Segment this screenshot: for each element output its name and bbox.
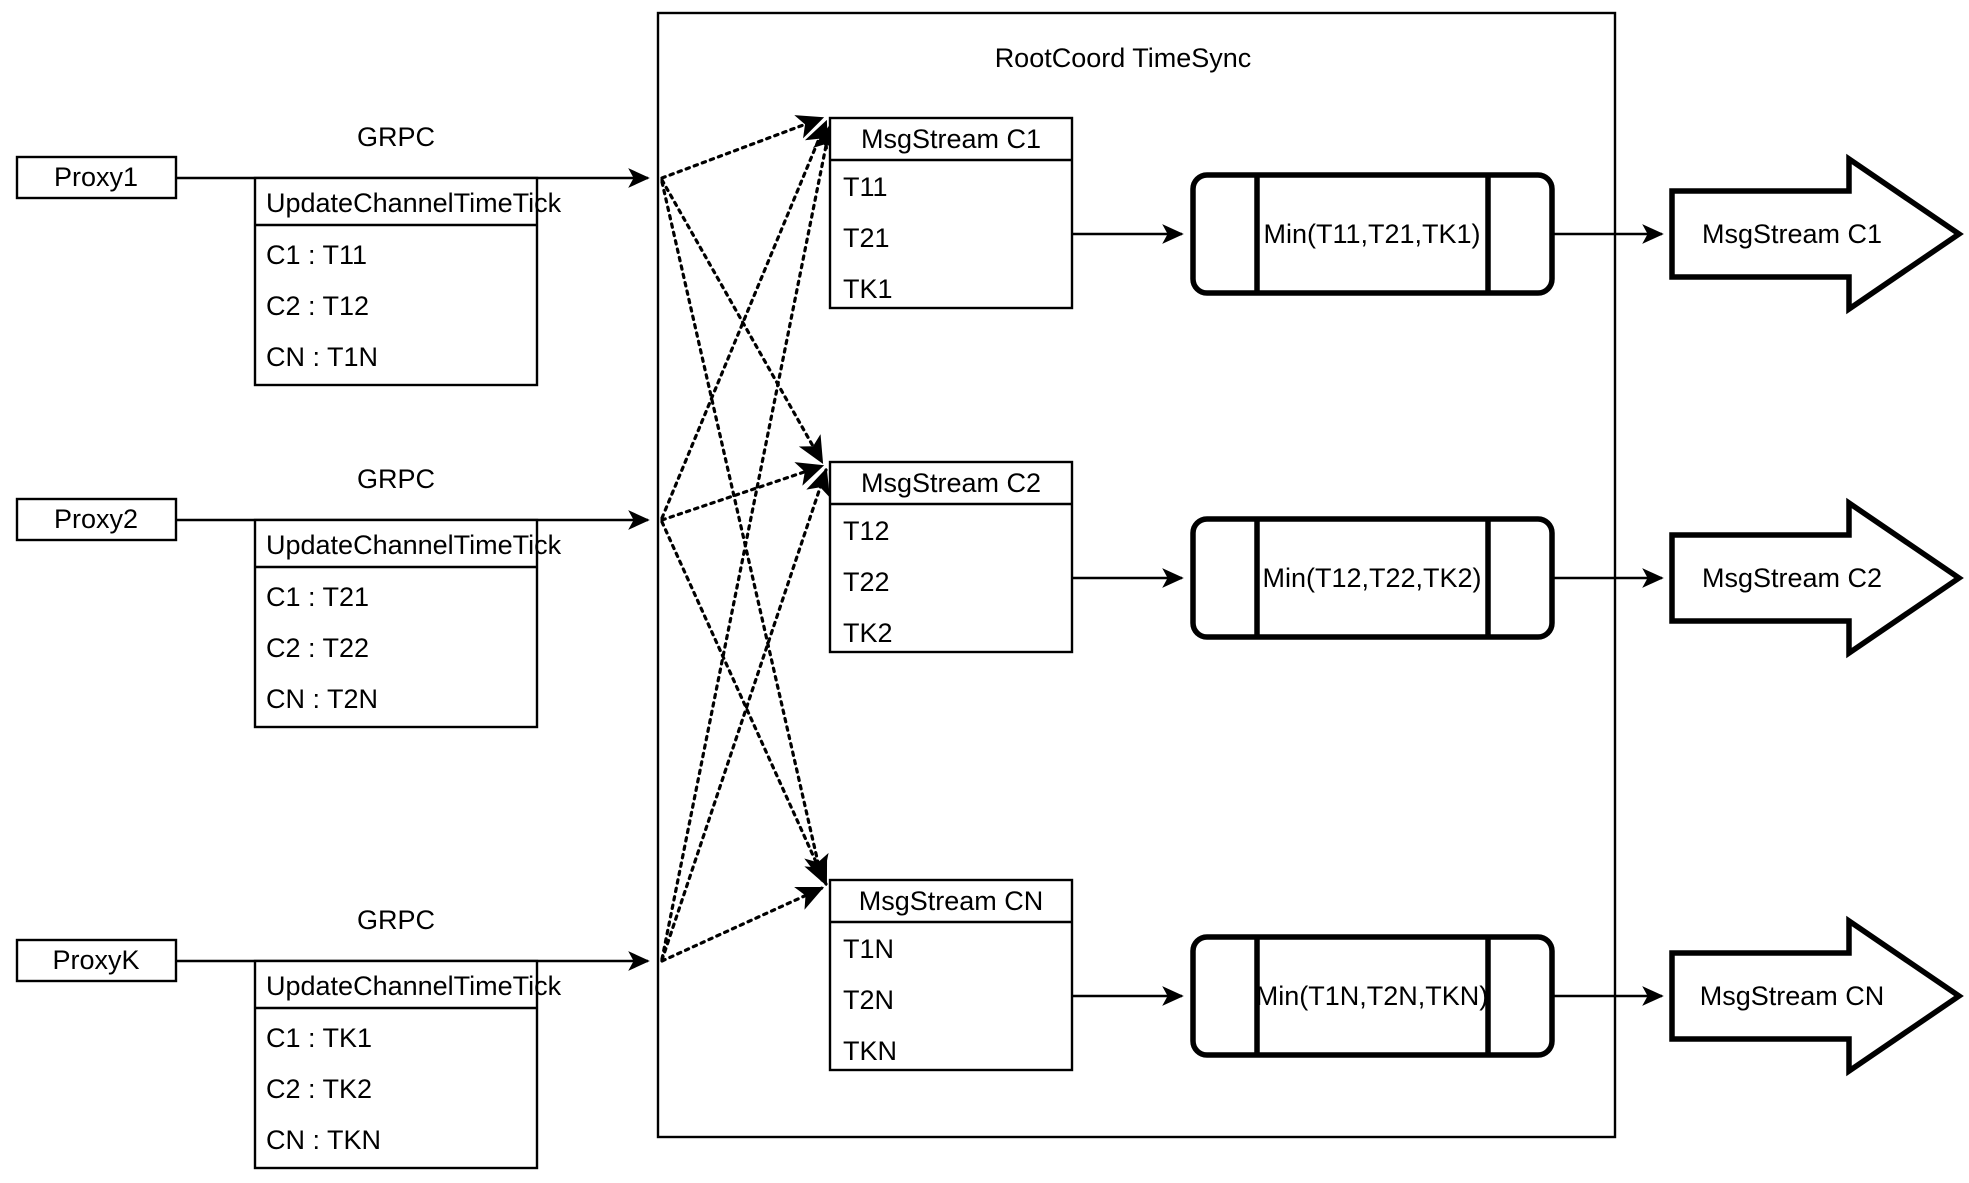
grpc-label-3: GRPC bbox=[357, 905, 435, 935]
channel-row-1: MsgStream C1 T11 T21 TK1 Min(T11,T21,TK1… bbox=[828, 116, 1964, 315]
request-row-1-0: C1 : T11 bbox=[266, 240, 367, 270]
output-arrow-shape-1 bbox=[1669, 153, 1964, 315]
msgstream-box-1 bbox=[828, 116, 1074, 310]
msgstream-row-1-0: T11 bbox=[843, 172, 888, 202]
min-label-2: Min(T12,T22,TK2) bbox=[1262, 563, 1481, 593]
output-label-3: MsgStream CN bbox=[1700, 981, 1885, 1011]
msgstream-header-2: MsgStream C2 bbox=[861, 468, 1041, 498]
msgstream-row-2-0: T12 bbox=[843, 516, 890, 546]
rootcoord-title: RootCoord TimeSync bbox=[995, 43, 1252, 73]
proxy-box-1[interactable] bbox=[15, 155, 178, 200]
proxy-label-2: Proxy2 bbox=[54, 504, 138, 534]
request-row-1-2: CN : T1N bbox=[266, 342, 378, 372]
msgstream-row-3-2: TKN bbox=[843, 1036, 897, 1066]
request-row-2-0: C1 : T21 bbox=[266, 582, 369, 612]
request-row-3-2: CN : TKN bbox=[266, 1125, 381, 1155]
fanout-edge-pk-c1 bbox=[660, 123, 838, 961]
grpc-label-1: GRPC bbox=[357, 122, 435, 152]
channel-row-3: MsgStream CN T1N T2N TKN Min(T1N,T2N,TKN… bbox=[828, 878, 1964, 1077]
msgstream-box-2 bbox=[828, 460, 1074, 654]
msgstream-row-1-1: T21 bbox=[843, 223, 890, 253]
msgstream-row-3-1: T2N bbox=[843, 985, 894, 1015]
request-row-2-1: C2 : T22 bbox=[266, 633, 369, 663]
output-label-1: MsgStream C1 bbox=[1702, 219, 1882, 249]
request-card-3 bbox=[253, 959, 539, 1170]
request-row-3-1: C2 : TK2 bbox=[266, 1074, 372, 1104]
fanout-edge-pk-cn bbox=[660, 886, 825, 963]
msgstream-header-3: MsgStream CN bbox=[859, 886, 1044, 916]
channel-row-2: MsgStream C2 T12 T22 TK2 Min(T12,T22,TK2… bbox=[828, 460, 1964, 659]
request-card-2 bbox=[253, 518, 539, 729]
msgstream-row-2-2: TK2 bbox=[843, 618, 893, 648]
proxy-group-1: Proxy1 GRPC UpdateChannelTimeTick C1 : T… bbox=[15, 122, 650, 387]
fanout-edge-p1-cn bbox=[660, 180, 829, 883]
request-header-3: UpdateChannelTimeTick bbox=[266, 971, 562, 1001]
grpc-label-2: GRPC bbox=[357, 464, 435, 494]
request-row-1-1: C2 : T12 bbox=[266, 291, 369, 321]
msgstream-row-3-0: T1N bbox=[843, 934, 894, 964]
output-label-2: MsgStream C2 bbox=[1702, 563, 1882, 593]
proxy-label-3: ProxyK bbox=[52, 945, 139, 975]
proxy-box-2[interactable] bbox=[15, 497, 178, 542]
fanout-edge-p1-c1 bbox=[660, 115, 825, 180]
proxy-group-2: Proxy2 GRPC UpdateChannelTimeTick C1 : T… bbox=[15, 464, 650, 729]
proxy-box-3[interactable] bbox=[15, 938, 178, 983]
proxy-label-1: Proxy1 bbox=[54, 162, 138, 192]
request-row-3-0: C1 : TK1 bbox=[266, 1023, 372, 1053]
fanout-edge-p2-c2 bbox=[660, 462, 825, 522]
msgstream-row-2-1: T22 bbox=[843, 567, 890, 597]
fanout-edge-p1-c2 bbox=[660, 178, 824, 464]
msgstream-box-3 bbox=[828, 878, 1074, 1072]
fanout-edge-p2-cn bbox=[660, 520, 828, 887]
request-header-1: UpdateChannelTimeTick bbox=[266, 188, 562, 218]
proxy-group-3: ProxyK GRPC UpdateChannelTimeTick C1 : T… bbox=[15, 905, 650, 1170]
fanout-edge-p2-c1 bbox=[660, 119, 828, 520]
msgstream-header-1: MsgStream C1 bbox=[861, 124, 1041, 154]
min-label-1: Min(T11,T21,TK1) bbox=[1263, 219, 1480, 249]
output-arrow-shape-3 bbox=[1669, 915, 1964, 1077]
min-label-3: Min(T1N,T2N,TKN) bbox=[1256, 981, 1489, 1011]
request-card-1 bbox=[253, 176, 539, 387]
request-row-2-2: CN : T2N bbox=[266, 684, 378, 714]
request-header-2: UpdateChannelTimeTick bbox=[266, 530, 562, 560]
output-arrow-shape-2 bbox=[1669, 497, 1964, 659]
fanout-edge-pk-c2 bbox=[660, 467, 830, 962]
msgstream-row-1-2: TK1 bbox=[843, 274, 893, 304]
timetick-fanout-edges bbox=[660, 115, 838, 963]
